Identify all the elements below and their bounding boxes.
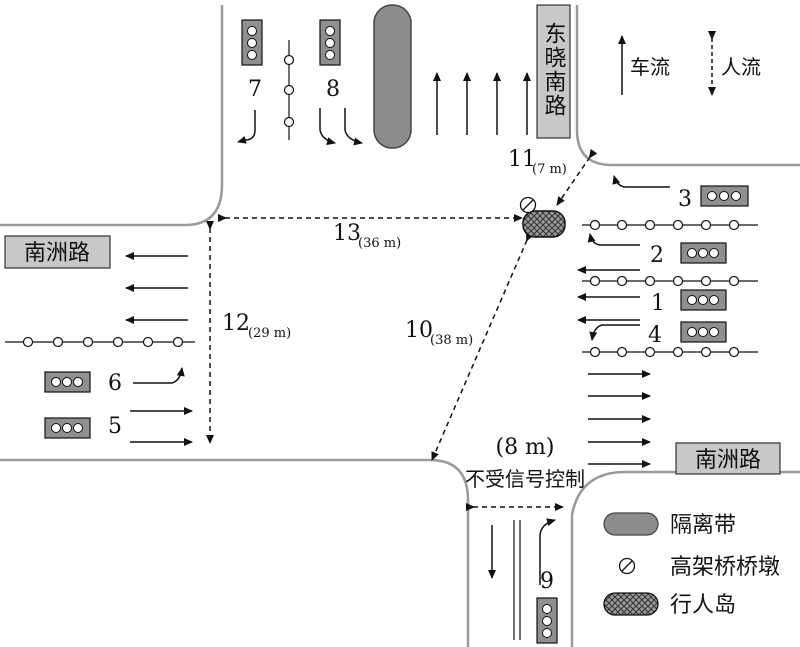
legend-refuge-island-swatch — [603, 592, 659, 616]
south-crossing-length: (8 m) — [495, 435, 554, 460]
road-edges — [0, 5, 800, 647]
phase-label-5: 5 — [108, 414, 122, 439]
refuge-island — [522, 210, 566, 238]
phase-label-6: 6 — [108, 371, 122, 396]
pedestrian-crossings — [206, 148, 598, 511]
crossing-12-id: 12 — [222, 311, 250, 336]
signal-head-6 — [44, 371, 91, 393]
signal-head-2 — [680, 242, 727, 264]
phase-label-2: 2 — [650, 243, 664, 268]
crossing-12-length: (29 m) — [248, 326, 291, 341]
phase-label-4: 4 — [648, 323, 662, 348]
crossing-13-length: (36 m) — [358, 236, 401, 251]
signal-head-5 — [44, 417, 91, 439]
road-name-east: 南洲路 — [675, 442, 781, 475]
road-name-north-label: 东晓南路 — [541, 22, 567, 118]
crossing-labels: 13 (36 m) 12 (29 m) 10 (38 m) 11 (7 m) (… — [222, 147, 585, 491]
legend-pier-label: 高架桥桥墩 — [670, 555, 780, 580]
road-name-west-label: 南洲路 — [24, 241, 90, 266]
phase-label-3: 3 — [678, 187, 692, 212]
signal-head-4 — [680, 321, 727, 343]
legend-refuge-island-label: 行人岛 — [670, 593, 736, 618]
legend-pier-icon — [618, 557, 636, 575]
phase-label-1: 1 — [651, 291, 665, 316]
signal-heads — [44, 19, 749, 644]
legend-median-label: 隔离带 — [670, 513, 736, 538]
median-north — [373, 4, 412, 149]
legend-flow: 车流 人流 — [618, 31, 761, 96]
south-median-lines — [513, 520, 521, 640]
pedestrian-signal-lines — [5, 40, 758, 358]
crossing-11-length: (7 m) — [532, 162, 567, 177]
road-name-east-label: 南洲路 — [695, 448, 761, 473]
legend-vehicle-flow-label: 车流 — [630, 55, 670, 79]
road-name-west: 南洲路 — [4, 235, 111, 269]
signal-head-8 — [319, 19, 341, 66]
legend: 隔离带 高架桥桥墩 行人岛 — [603, 512, 780, 618]
pier-marker — [519, 196, 537, 214]
legend-pedestrian-flow-label: 人流 — [721, 55, 761, 79]
phase-label-9: 9 — [540, 569, 554, 594]
signal-head-3 — [700, 185, 749, 207]
crossing-10-length: (38 m) — [430, 333, 473, 348]
crossing-11-id: 11 — [508, 147, 536, 172]
signal-head-9 — [536, 597, 558, 644]
south-crossing-note: 不受信号控制 — [465, 467, 585, 491]
phase-label-8: 8 — [326, 77, 340, 102]
signal-head-1 — [680, 289, 727, 311]
phase-label-7: 7 — [248, 77, 262, 102]
legend-median-swatch — [603, 512, 659, 536]
crossing-13-id: 13 — [333, 221, 361, 246]
crossing-10-id: 10 — [405, 318, 433, 343]
signal-head-7 — [241, 19, 263, 66]
phase-labels: 7 8 3 2 1 4 6 5 9 — [108, 77, 692, 594]
road-name-north: 东晓南路 — [536, 4, 571, 139]
lane-arrows — [125, 72, 670, 585]
